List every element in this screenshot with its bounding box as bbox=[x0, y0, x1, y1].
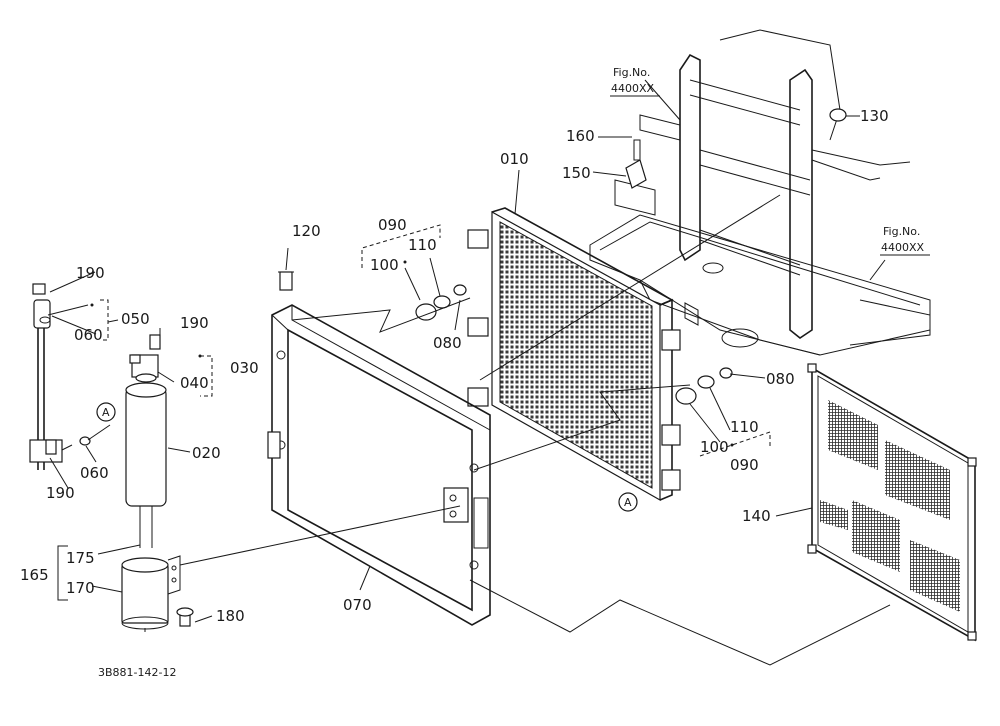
callout-180: 180 bbox=[216, 607, 245, 625]
marker-a-left: A bbox=[96, 402, 116, 422]
marker-a-right: A bbox=[618, 492, 638, 512]
callout-090b: 090 bbox=[730, 456, 759, 474]
callout-050: 050 bbox=[121, 310, 150, 328]
callout-175: 175 bbox=[66, 549, 95, 567]
callout-170: 170 bbox=[66, 579, 95, 597]
leader-lines bbox=[49, 79, 891, 666]
drawing-id: 3B881-142-12 bbox=[98, 666, 176, 679]
receiver-drier bbox=[121, 354, 181, 632]
callout-110b: 110 bbox=[730, 418, 759, 436]
callout-150: 150 bbox=[562, 164, 591, 182]
callout-080a: 080 bbox=[433, 334, 462, 352]
callout-100a: 100 bbox=[370, 256, 399, 274]
fig-ref-1-line2: 4400XX bbox=[611, 82, 655, 95]
callout-010: 010 bbox=[500, 150, 529, 168]
svg-text:A: A bbox=[624, 496, 632, 509]
insect-screen bbox=[807, 363, 977, 642]
callout-190b: 190 bbox=[180, 314, 209, 332]
group-brackets bbox=[57, 260, 734, 601]
callout-060b: 060 bbox=[80, 464, 109, 482]
hoses bbox=[29, 283, 161, 470]
callout-140: 140 bbox=[742, 507, 771, 525]
callout-130: 130 bbox=[860, 107, 889, 125]
fig-ref-2-line2: 4400XX bbox=[881, 241, 925, 254]
callout-040: 040 bbox=[180, 374, 209, 392]
callout-110a: 110 bbox=[408, 236, 437, 254]
callout-165: 165 bbox=[20, 566, 49, 584]
callout-190a: 190 bbox=[76, 264, 105, 282]
callout-090a: 090 bbox=[378, 216, 407, 234]
fig-ref-1-line1: Fig.No. bbox=[613, 66, 650, 79]
fig-ref-2-line1: Fig.No. bbox=[883, 225, 920, 238]
condenser-frame bbox=[267, 304, 491, 626]
callout-080b: 080 bbox=[766, 370, 795, 388]
mounting-frame bbox=[589, 29, 931, 356]
callout-070: 070 bbox=[343, 596, 372, 614]
callout-160: 160 bbox=[566, 127, 595, 145]
callout-labels: 190 050 060 190 030 040 020 060 190 175 … bbox=[20, 66, 930, 679]
callout-030: 030 bbox=[230, 359, 259, 377]
callout-120: 120 bbox=[292, 222, 321, 240]
callout-100b: 100 bbox=[700, 438, 729, 456]
callout-060a: 060 bbox=[74, 326, 103, 344]
callout-190c: 190 bbox=[46, 484, 75, 502]
condenser bbox=[467, 207, 699, 502]
small-parts bbox=[176, 108, 847, 627]
callout-020: 020 bbox=[192, 444, 221, 462]
svg-text:A: A bbox=[102, 406, 110, 419]
